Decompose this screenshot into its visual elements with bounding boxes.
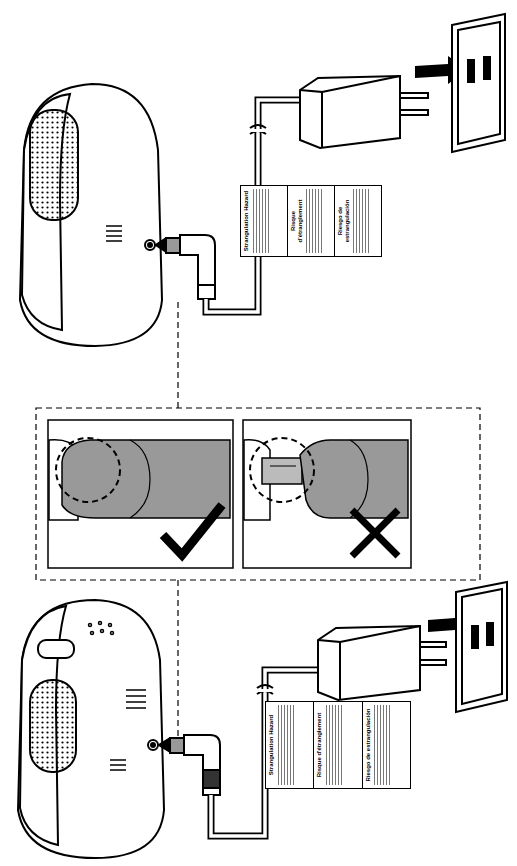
fine-print-lines bbox=[305, 189, 323, 253]
chime-unit-bottom bbox=[18, 600, 164, 858]
warning-section: Risque d'étranglement bbox=[313, 702, 361, 788]
dc-plug-top bbox=[166, 235, 215, 299]
warning-heading: Riesgo de estrangulación bbox=[337, 189, 350, 253]
wall-outlet-bottom bbox=[456, 582, 507, 712]
correct-panel bbox=[48, 420, 233, 568]
warning-tag-top: Strangulation Hazard Risque d'étranglemen… bbox=[240, 185, 382, 257]
ac-adapter-bottom bbox=[318, 626, 446, 700]
warning-tag-bottom: Strangulation Hazard Risque d'étranglemen… bbox=[265, 701, 411, 789]
warning-section: Riesgo de estrangulación bbox=[334, 186, 381, 256]
ac-adapter-top bbox=[300, 76, 428, 148]
dc-plug-bottom bbox=[170, 735, 220, 795]
fine-print-lines bbox=[352, 189, 370, 253]
warning-heading: Riesgo de estrangulación bbox=[365, 705, 372, 785]
warning-section: Strangulation Hazard bbox=[266, 702, 313, 788]
fine-print-lines bbox=[325, 705, 343, 785]
chime-unit-top bbox=[20, 84, 162, 346]
fine-print-lines bbox=[277, 705, 295, 785]
warning-heading: Risque d'étranglement bbox=[316, 705, 323, 785]
fine-print-lines bbox=[373, 705, 391, 785]
incorrect-panel bbox=[243, 420, 411, 568]
warning-heading: Risque d'étranglement bbox=[290, 189, 303, 253]
warning-section: Strangulation Hazard bbox=[241, 186, 287, 256]
warning-section: Riesgo de estrangulación bbox=[362, 702, 410, 788]
warning-heading: Strangulation Hazard bbox=[268, 705, 275, 785]
fine-print-lines bbox=[252, 189, 270, 253]
wall-outlet-top bbox=[452, 14, 505, 152]
warning-section: Risque d'étranglement bbox=[287, 186, 334, 256]
warning-heading: Strangulation Hazard bbox=[243, 189, 250, 253]
